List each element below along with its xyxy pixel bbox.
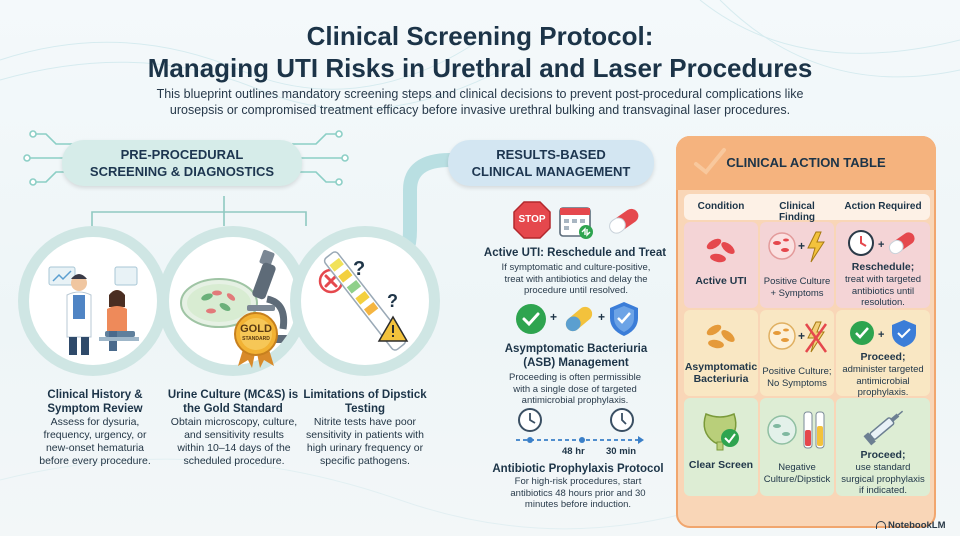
- row-3-action-text: use standard surgical prophylaxis if ind…: [841, 462, 925, 496]
- page-title: Clinical Screening Protocol: Managing UT…: [0, 20, 960, 84]
- bladder-check-icon: [703, 412, 739, 451]
- row-3-finding: Negative Culture/Dipstick: [763, 462, 831, 485]
- culture-no-symptoms-icon: +: [768, 321, 828, 353]
- row-1-finding: Positive Culture + Symptoms: [763, 276, 831, 299]
- svg-text:+: +: [878, 329, 884, 341]
- clock-pill-icon: +: [848, 230, 915, 256]
- table-row-2-finding-cell: [760, 310, 834, 396]
- brand-label: NotebookLM: [876, 520, 946, 531]
- checkmark-decor-icon: [694, 148, 726, 175]
- timeline-label-48hr: 48 hr: [562, 446, 585, 457]
- circle-clinical-history: [18, 226, 168, 376]
- plus-sign-1: +: [550, 310, 558, 324]
- svg-text:+: +: [878, 239, 884, 251]
- brand-logo-icon: [876, 521, 886, 530]
- gold-badge-bottom-label: STANDARD: [242, 336, 270, 342]
- dipstick-icon: ? ?: [318, 251, 409, 351]
- plus-sign-2: +: [598, 310, 606, 324]
- row-2-action-text: administer targeted antimicrobial prophy…: [842, 364, 924, 398]
- table-row-3-action-cell: [836, 398, 930, 496]
- row-2-finding: Positive Culture; No Symptoms: [762, 366, 832, 389]
- negative-culture-icon: [767, 411, 825, 449]
- capsule-icon: [565, 306, 593, 332]
- row-3-action-title: Proceed;: [860, 449, 906, 461]
- timeline-label-30min: 30 min: [606, 446, 637, 457]
- microscope-icon: [180, 249, 291, 343]
- action-table-title: CLINICAL ACTION TABLE: [676, 136, 936, 190]
- culture-text: Obtain microscopy, culture, and sensitiv…: [170, 416, 298, 467]
- row-2-action-title: Proceed;: [860, 351, 906, 363]
- table-header-row: [684, 194, 930, 220]
- prophylaxis-text: For high-risk procedures, start antibiot…: [510, 476, 646, 510]
- title-line-1: Clinical Screening Protocol:: [306, 21, 654, 51]
- stop-sign-icon: [513, 201, 551, 239]
- screening-connectors: [91, 196, 307, 226]
- svg-text:+: +: [798, 329, 805, 343]
- svg-text:+: +: [798, 239, 805, 253]
- row-3-condition: Clear Screen: [688, 459, 754, 471]
- svg-text:?: ?: [353, 258, 365, 280]
- asb-text: Proceeding is often permissible with a s…: [508, 372, 641, 406]
- history-text: Assess for dysuria, frequency, urgency, …: [39, 416, 151, 467]
- row-1-action-title: Reschedule;: [851, 261, 915, 273]
- table-col-action: Action Required: [844, 201, 922, 212]
- circle-urine-culture: [158, 226, 308, 376]
- table-col-condition: Condition: [697, 201, 745, 212]
- syringe-icon: [863, 410, 904, 446]
- management-pill: RESULTS-BASED CLINICAL MANAGEMENT: [448, 140, 654, 186]
- circle-dipstick: ? ?: [290, 226, 440, 376]
- stop-label: STOP: [518, 214, 546, 225]
- screening-pill: PRE-PROCEDURAL SCREENING & DIAGNOSTICS: [62, 140, 302, 186]
- pill-capsule-icon: [609, 208, 639, 234]
- active-uti-text: If symptomatic and culture-positive, tre…: [501, 262, 651, 296]
- asb-title: Asymptomatic Bacteriuria (ASB) Managemen…: [504, 343, 648, 369]
- page-subtitle: This blueprint outlines mandatory screen…: [156, 87, 804, 117]
- check-circle-icon: [516, 304, 546, 334]
- gold-badge-top-label: GOLD: [240, 323, 272, 335]
- row-2-condition: Asymptomatic Bacteriuria: [684, 361, 758, 385]
- table-row-2-condition-cell: [684, 310, 758, 396]
- check-shield-icon: +: [850, 320, 916, 347]
- active-uti-title: Active UTI: Reschedule and Treat: [483, 247, 667, 259]
- calendar-icon: [559, 207, 593, 239]
- prophylaxis-title: Antibiotic Prophylaxis Protocol: [492, 463, 664, 475]
- shield-icon: [610, 302, 638, 336]
- table-col-finding: Clinical Finding: [778, 201, 816, 223]
- doctor-patient-icon: [48, 266, 139, 355]
- dipstick-text: Nitrite tests have poor sensitivity in p…: [306, 416, 424, 467]
- title-line-2: Managing UTI Risks in Urethral and Laser…: [147, 53, 813, 83]
- history-title: Clinical History & Symptom Review: [47, 389, 143, 415]
- bacteria-red-icon: [706, 238, 735, 263]
- svg-text:?: ?: [387, 291, 398, 311]
- row-1-condition: Active UTI: [695, 275, 747, 287]
- table-row-1-condition-cell: [684, 222, 758, 308]
- culture-symptoms-icon: +: [768, 231, 825, 263]
- row-1-action-text: treat with targeted antibiotics until re…: [844, 274, 922, 308]
- culture-title: Urine Culture (MC&S) is the Gold Standar…: [167, 389, 299, 415]
- prophylaxis-timeline: [516, 408, 644, 444]
- gold-standard-badge-icon: [234, 312, 278, 368]
- dipstick-title: Limitations of Dipstick Testing: [303, 389, 427, 415]
- bacteria-orange-icon: [706, 324, 735, 349]
